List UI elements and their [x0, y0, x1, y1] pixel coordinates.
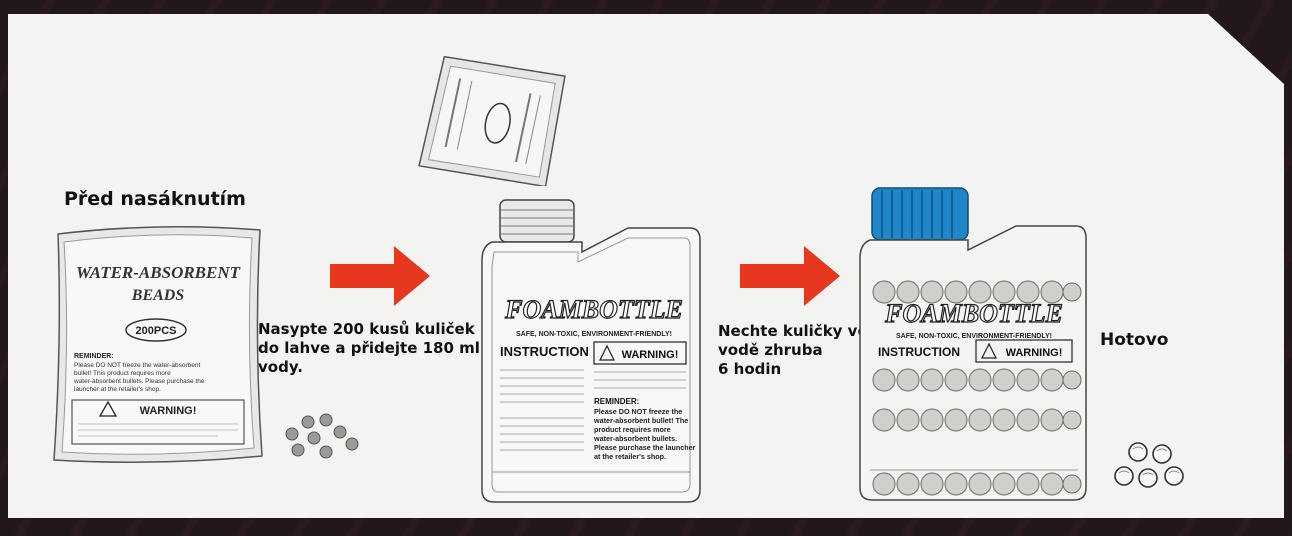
empty-bottle-icon: FOAMBOTTLE SAFE, NON-TOXIC, ENVIRONMENT-…	[478, 190, 708, 508]
bottle2-instruction-heading: INSTRUCTION	[878, 345, 960, 359]
falling-package-icon	[412, 56, 572, 186]
dry-beads-icon	[278, 412, 368, 462]
bottle1-reminder-heading: REMINDER:	[594, 397, 639, 406]
package-reminder-line: water-absorbent bullets. Please purchase…	[73, 378, 205, 385]
before-soaking-title: Před nasáknutím	[64, 188, 246, 210]
bottle1-tagline: SAFE, NON-TOXIC, ENVIRONMENT-FRIENDLY!	[516, 331, 672, 338]
done-label: Hotovo	[1100, 330, 1168, 350]
package-reminder-heading: REMINDER:	[74, 353, 114, 360]
step2-instruction: Nechte kuličky ve vodě zhruba 6 hodin	[718, 322, 878, 379]
package-reminder-line: bullet! This product requires more	[74, 370, 171, 377]
bottle1-reminder-line: water-absorbent bullet! The	[593, 416, 688, 425]
bottle1-reminder-line: Please DO NOT freeze the	[594, 407, 682, 416]
package-warning-label: WARNING!	[140, 405, 197, 417]
arrow-right-icon	[330, 246, 430, 306]
package-title-line2: BEADS	[131, 287, 185, 304]
bottle2-warning-label: WARNING!	[1006, 347, 1063, 359]
full-bottle-icon: FOAMBOTTLE SAFE, NON-TOXIC, ENVIRONMENT-…	[856, 180, 1094, 506]
package-reminder-line: Please DO NOT freeze the water-absorbent	[74, 362, 201, 369]
beads-package-icon: WATER-ABSORBENT BEADS 200PCS REMINDER: P…	[48, 220, 268, 465]
swollen-beads-icon	[1108, 440, 1198, 500]
bottle1-brand: FOAMBOTTLE	[504, 295, 683, 324]
bottle2-brand: FOAMBOTTLE	[884, 299, 1063, 328]
bottle1-instruction-heading: INSTRUCTION	[500, 344, 589, 359]
bottle1-reminder-line: product requires more	[594, 425, 671, 434]
bottle1-reminder-line: at the retailer's shop.	[594, 452, 666, 461]
package-count: 200PCS	[136, 325, 177, 337]
bottle1-reminder-line: Please purchase the launcher	[594, 443, 696, 452]
step2-line: Nechte kuličky ve	[718, 322, 878, 341]
package-reminder-line: launcher at the retailer's shop.	[74, 386, 161, 393]
bottle2-tagline: SAFE, NON-TOXIC, ENVIRONMENT-FRIENDLY!	[896, 333, 1052, 340]
package-title-line1: WATER-ABSORBENT	[76, 263, 241, 282]
step2-line: 6 hodin	[718, 360, 878, 379]
bottle1-reminder-line: water-absorbent bullets.	[593, 434, 677, 443]
step2-line: vodě zhruba	[718, 341, 878, 360]
arrow-right-icon	[740, 246, 840, 306]
bottle1-warning-label: WARNING!	[622, 349, 679, 361]
